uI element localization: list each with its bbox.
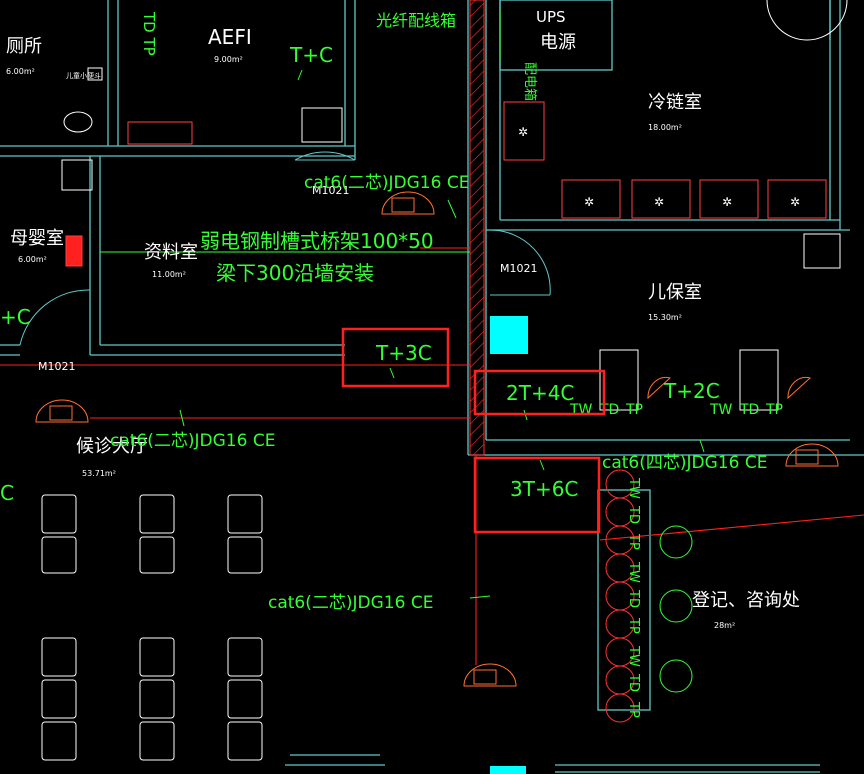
label-left-c: C: [0, 481, 14, 505]
room-area-child-care: 15.30m²: [648, 313, 682, 322]
room-name-aefi: AEFI: [208, 25, 252, 49]
cyan-bottom-block: [490, 766, 526, 774]
label-door-1: M1021: [312, 184, 350, 197]
label-vert-panel: 配电箱: [522, 62, 538, 101]
label-td-1: TD: [599, 402, 619, 418]
room-name-mother-baby: 母婴室: [10, 228, 64, 249]
label-col-td-2: TD: [626, 589, 641, 608]
equipment: [65, 101, 827, 267]
label-tw-1: TW: [569, 402, 593, 418]
room-name-toilet: 厕所: [6, 36, 42, 57]
label-tp-1: TP: [625, 402, 643, 418]
label-fiber-box: 光纤配线箱: [376, 11, 456, 30]
outlet-circles: [605, 469, 635, 723]
room-area-mother-baby: 6.00m²: [18, 255, 47, 264]
label-col-td-1: TD: [626, 505, 641, 524]
svg-text:✲: ✲: [722, 195, 732, 209]
room-area-archive: 11.00m²: [152, 270, 186, 279]
waiting-chairs: [41, 349, 779, 761]
label-vert-tdtp: TD TP: [140, 11, 158, 56]
leader-ticks: [179, 69, 705, 599]
room-area-aefi: 9.00m²: [214, 55, 243, 64]
room-name-archive: 资料室: [144, 242, 198, 263]
fans: ✲ ✲ ✲ ✲ ✲: [518, 125, 800, 209]
room-area-toilet: 6.00m²: [6, 67, 35, 76]
label-col-tp-1: TP: [626, 533, 641, 550]
highlight-box-1: [341, 327, 450, 388]
label-tw-2: TW: [709, 402, 733, 418]
label-col-tw-3: TW: [626, 645, 641, 667]
label-cat6-hall: cat6(二芯)JDG16 CE: [110, 431, 275, 451]
label-tp-2: TP: [765, 402, 783, 418]
label-door-3: M1021: [500, 262, 538, 275]
label-col-tp-3: TP: [626, 701, 641, 718]
tray-lines: [100, 10, 501, 253]
label-col-tp-2: TP: [626, 617, 641, 634]
room-name-child-care: 儿保室: [648, 282, 702, 303]
label-cat6-top: cat6(二芯)JDG16 CE: [304, 173, 469, 193]
label-left-tc: +C: [0, 305, 31, 329]
label-cat6-bottom: cat6(二芯)JDG16 CE: [268, 593, 433, 613]
label-cable-tray-1: 弱电钢制槽式桥架100*50: [200, 229, 434, 253]
svg-text:✲: ✲: [790, 195, 800, 209]
label-col-tw-2: TW: [626, 561, 641, 583]
cyan-equipment-block: [490, 316, 528, 354]
label-child-t2c: T+2C: [663, 379, 720, 403]
room-name-cold-chain: 冷链室: [648, 92, 702, 113]
room-name-waiting-hall: 候诊大厅: [76, 436, 148, 457]
label-col-tw-1: TW: [626, 477, 641, 499]
room-area-registration: 28m²: [714, 621, 735, 630]
label-td-2: TD: [739, 402, 759, 418]
svg-text:✲: ✲: [584, 195, 594, 209]
highlight-box-3: [473, 456, 601, 534]
svg-text:✲: ✲: [654, 195, 664, 209]
label-door-2: M1021: [38, 360, 76, 373]
highlight-box-2: [473, 369, 606, 416]
hatched-wall: [469, 0, 485, 456]
label-power: 电源: [540, 32, 576, 53]
room-area-cold-chain: 18.00m²: [648, 123, 682, 132]
wifi-ap-devices: [35, 191, 839, 687]
label-box-1: T+3C: [375, 341, 432, 365]
label-box-2: 2T+4C: [506, 381, 574, 405]
room-area-waiting-hall: 53.71m²: [82, 469, 116, 478]
highlight-boxes: [341, 327, 606, 534]
label-ups: UPS: [536, 8, 566, 26]
fixtures: [61, 0, 848, 269]
registration-seats: [659, 525, 693, 693]
svg-text:✲: ✲: [518, 125, 528, 139]
label-box-3: 3T+6C: [510, 477, 578, 501]
label-col-td-3: TD: [626, 673, 641, 692]
label-cable-tray-2: 梁下300沿墙安装: [216, 261, 374, 285]
label-baby-icon: 儿童小便斗: [66, 71, 101, 80]
label-aefi-tc: T+C: [289, 43, 333, 67]
room-name-registration: 登记、咨询处: [692, 590, 800, 611]
label-cat6-four: cat6(四芯)JDG16 CE: [602, 453, 767, 473]
door-swings: [19, 151, 551, 346]
